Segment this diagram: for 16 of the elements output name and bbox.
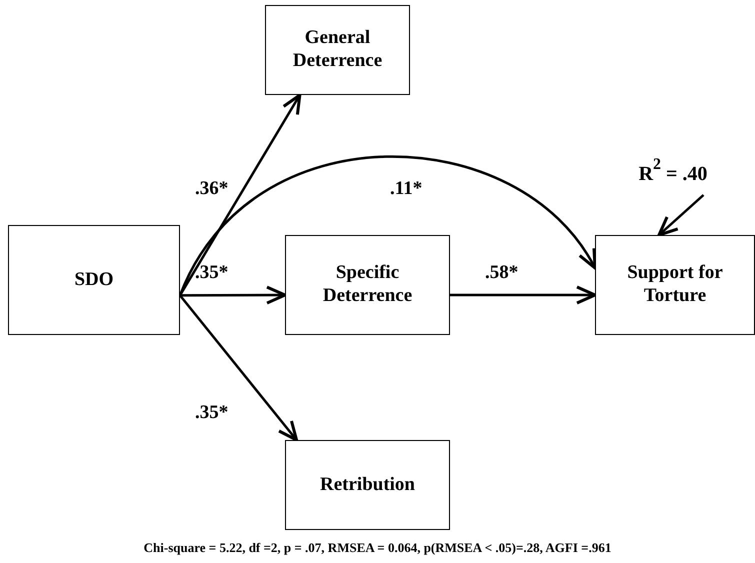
path-coefficient: .35* [195,402,228,424]
path-coefficient: .11* [390,178,422,200]
path-coefficient: .36* [195,178,228,200]
variable-box: Support for Torture [595,235,755,335]
arrow [180,286,286,305]
variable-box: General Deterrence [265,5,410,95]
variable-box: Retribution [285,440,450,530]
arrow [450,286,596,304]
variable-box: SDO [8,225,180,335]
arrow [658,194,704,236]
variable-box: Specific Deterrence [285,235,450,335]
arrow [179,294,298,442]
r-squared-label: R$^{2}$ = .40 [628,150,718,192]
path-coefficient: .35* [195,262,228,284]
path-coefficient: .58* [485,262,518,284]
fit-statistics-caption: Chi-square = 5.22, df =2, p = .07, RMSEA = 0.064, p(RMSEA < .05)=.28, AGFI =.961 [142,540,612,556]
